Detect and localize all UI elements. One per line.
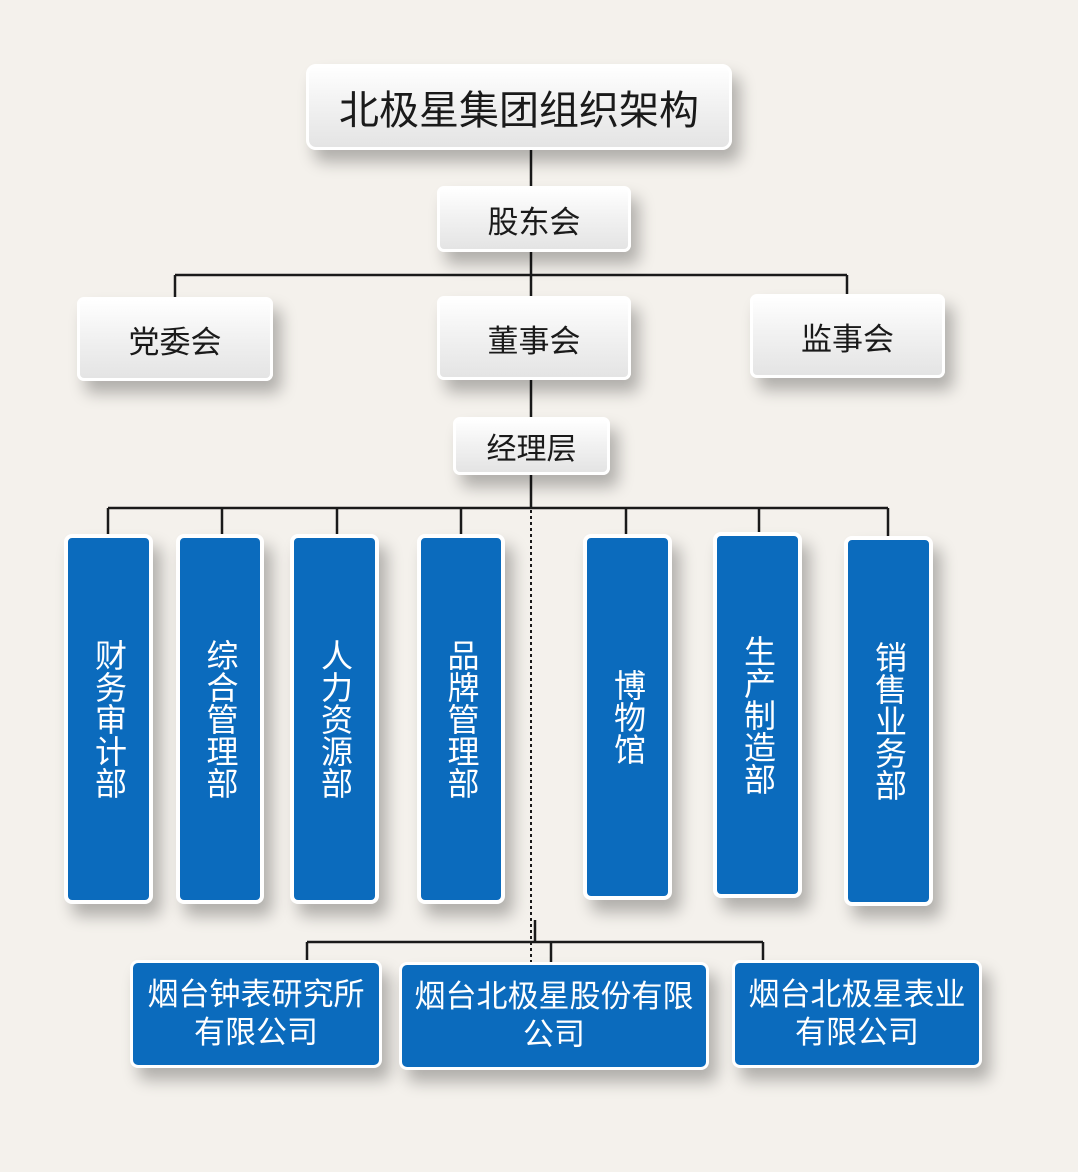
dept-brand-management: 品牌管理部 [417, 534, 505, 904]
node-board: 董事会 [437, 296, 631, 380]
dept-sales: 销售业务部 [844, 536, 933, 906]
dept-production: 生产制造部 [713, 532, 802, 898]
subsidiary-clock-research: 烟台钟表研究所有限公司 [130, 960, 382, 1068]
dept-general-admin: 综合管理部 [176, 534, 264, 904]
dept-museum: 博物馆 [583, 534, 672, 900]
node-management: 经理层 [453, 417, 610, 475]
subsidiary-polaris-watch: 烟台北极星表业有限公司 [732, 960, 982, 1068]
node-party-committee: 党委会 [77, 297, 273, 381]
node-shareholders: 股东会 [437, 186, 631, 252]
node-supervisory: 监事会 [750, 294, 945, 378]
subsidiary-polaris-shares: 烟台北极星股份有限公司 [399, 962, 709, 1070]
dept-human-resources: 人力资源部 [290, 534, 379, 904]
chart-title: 北极星集团组织架构 [306, 64, 732, 150]
dept-finance-audit: 财务审计部 [64, 534, 153, 904]
